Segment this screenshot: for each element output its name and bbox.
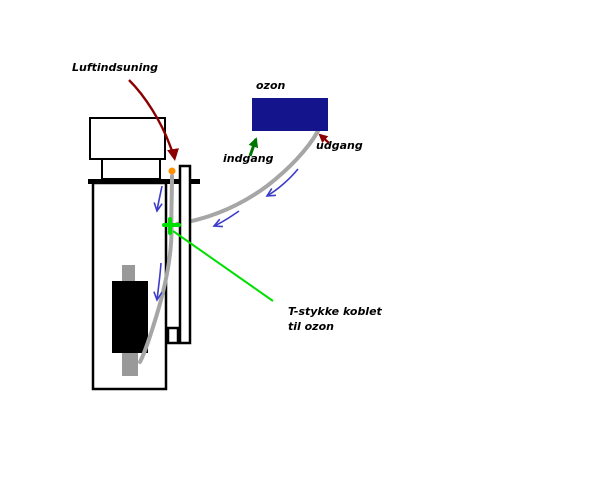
tube-channel — [178, 164, 192, 345]
flow-arrow-upper-tube — [265, 168, 299, 197]
filter-block — [112, 281, 148, 353]
flow-arrow-lower-tube — [212, 210, 240, 228]
filter-stub-top — [122, 265, 135, 281]
machine-neck-box — [101, 158, 161, 180]
ozone-tube — [175, 129, 320, 226]
flow-arrow-body-top — [153, 185, 163, 213]
intake-tube — [138, 174, 174, 364]
inlet-arrow — [248, 137, 259, 157]
flow-arrow-body-bottom — [153, 262, 163, 302]
tube-channel-port — [166, 326, 180, 345]
connector-dot — [168, 167, 176, 175]
t-piece-label-line2: til ozon — [288, 320, 334, 333]
air-intake-label: Luftindsuning — [72, 61, 158, 74]
ozone-label: ozon — [256, 79, 286, 92]
inlet-label: indgang — [223, 152, 274, 165]
t-piece-label-line1: T-stykke koblet — [288, 305, 383, 318]
air-intake-arrow — [128, 79, 179, 161]
machine-top-bar — [88, 179, 200, 184]
outlet-label: udgang — [316, 139, 363, 152]
filter-stub-bottom — [122, 353, 138, 376]
outlet-arrow — [318, 133, 330, 144]
machine-lid-box — [89, 117, 166, 160]
ozone-generator-box — [252, 98, 328, 131]
t-piece-pointer-line — [172, 230, 274, 302]
